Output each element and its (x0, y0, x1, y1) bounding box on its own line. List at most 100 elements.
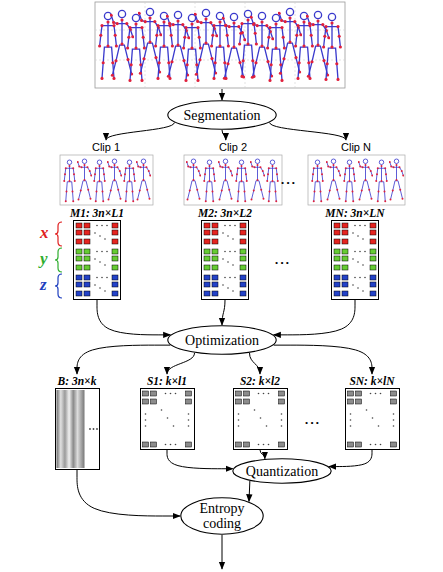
node-label: M1: 3n×L1 (60, 206, 134, 220)
matrix-box: B: 3n×k (45, 374, 109, 470)
text-holder: Clip 2 (182, 140, 284, 154)
skeleton-figure (235, 160, 247, 202)
flow-arrow (250, 353, 261, 374)
matrix-cells (348, 391, 397, 447)
skeleton-figure (311, 160, 323, 202)
node-label: Quantization (246, 464, 318, 479)
matrix-box: S2: k×l2 (225, 374, 295, 450)
axis-label: y (40, 250, 48, 268)
matrix-box: M2: 3n×L2 (188, 206, 262, 300)
brace (55, 222, 62, 246)
node-label: SN: k×lN (337, 374, 407, 388)
skeleton-figure (218, 159, 233, 200)
skeleton-figure (266, 14, 286, 82)
flow-arrow (274, 300, 355, 335)
matrix-cells (334, 223, 376, 296)
ellipsis-mark: • • • (281, 174, 295, 192)
brace (55, 274, 62, 298)
matrix-box: MN: 3n×LN (318, 206, 392, 300)
node-label: Clip 1 (58, 140, 154, 154)
flow-arrow (274, 345, 372, 374)
text-holder: Segmentation (167, 100, 277, 130)
matrix-box: M1: 3n×L1 (60, 206, 134, 300)
process-ellipse: Entropy coding (180, 497, 264, 535)
text-holder: Quantization (232, 458, 332, 484)
skeleton-figure (107, 159, 122, 200)
flow-arrow (222, 89, 223, 100)
flow-arrow (106, 123, 174, 141)
clip-frame (60, 155, 405, 205)
ellipse-shape (233, 459, 331, 483)
skeleton-figure (266, 160, 278, 202)
text-holder: MN: 3n×LN (318, 206, 392, 220)
node-label: B: 3n×k (45, 374, 109, 388)
skeleton-figure (375, 160, 387, 202)
skeleton-figure (389, 159, 404, 200)
basis-stripes (57, 390, 85, 468)
skeleton-figure (326, 159, 341, 200)
node-label: Optimization (185, 333, 259, 348)
skeleton-sequence (98, 8, 342, 82)
ellipse-shape (181, 498, 263, 534)
brace (55, 248, 62, 272)
node-label: MN: 3n×LN (318, 206, 392, 220)
ellipse-shape (168, 101, 276, 129)
skeleton-figure (77, 159, 92, 200)
text-holder: M2: 3n×L2 (188, 206, 262, 220)
output-arrow (222, 535, 223, 569)
matrix-box: S1: k×l1 (132, 374, 202, 450)
process-ellipse: Quantization (232, 458, 332, 484)
ellipsis-dots (89, 428, 98, 430)
skeleton-figure (322, 13, 342, 81)
clip-panel: Clip 1 (58, 140, 154, 206)
matrix-outline (55, 388, 100, 470)
ellipsis-mark: • • • (275, 254, 289, 272)
node-label: S2: k×l2 (225, 374, 295, 388)
flow-arrow (77, 470, 180, 516)
matrix-cells (143, 391, 192, 447)
text-holder: S2: k×l2 (225, 374, 295, 388)
axis-label: x (40, 224, 49, 242)
skeleton-figure (126, 14, 146, 82)
matrix-cells (236, 391, 285, 447)
axis-label: z (40, 276, 47, 294)
skeleton-figure (63, 160, 75, 202)
skeleton-figure (358, 159, 373, 200)
skeleton-figure (250, 159, 265, 200)
node-label: Segmentation (184, 108, 261, 123)
matrix-outline (73, 220, 121, 300)
skeleton-clip (63, 159, 404, 202)
flow-arrow (270, 123, 346, 141)
skeleton-figure (203, 160, 215, 202)
matrix-outline (201, 220, 249, 300)
flow-arrow (260, 450, 265, 459)
plot-grid (95, 2, 345, 88)
text-holder: Clip 1 (58, 140, 154, 154)
matrix-outline (233, 388, 288, 450)
node-label: M2: 3n×L2 (188, 206, 262, 220)
node-label: Clip N (306, 140, 406, 154)
matrix-box: SN: k×lN (337, 374, 407, 450)
flow-arrow (167, 450, 233, 469)
skeleton-figure (93, 160, 105, 202)
node-label: Clip 2 (182, 140, 284, 154)
process-ellipse: Optimization (167, 325, 277, 355)
text-holder: B: 3n×k (45, 374, 109, 388)
matrix-outline (345, 388, 400, 450)
matrix-cells (204, 223, 246, 296)
skeleton-figure (182, 14, 202, 82)
text-holder: S1: k×l1 (132, 374, 202, 388)
skeleton-figure (123, 160, 135, 202)
flow-arrow (222, 130, 226, 140)
text-holder: Clip N (306, 140, 406, 154)
flow-arrow (77, 345, 170, 374)
skeleton-figure (343, 160, 355, 202)
matrix-cells (76, 223, 118, 296)
matrix-outline (331, 220, 379, 300)
skeleton-figure (154, 12, 174, 80)
text-holder: Entropy coding (180, 497, 264, 535)
text-holder: SN: k×lN (337, 374, 407, 388)
